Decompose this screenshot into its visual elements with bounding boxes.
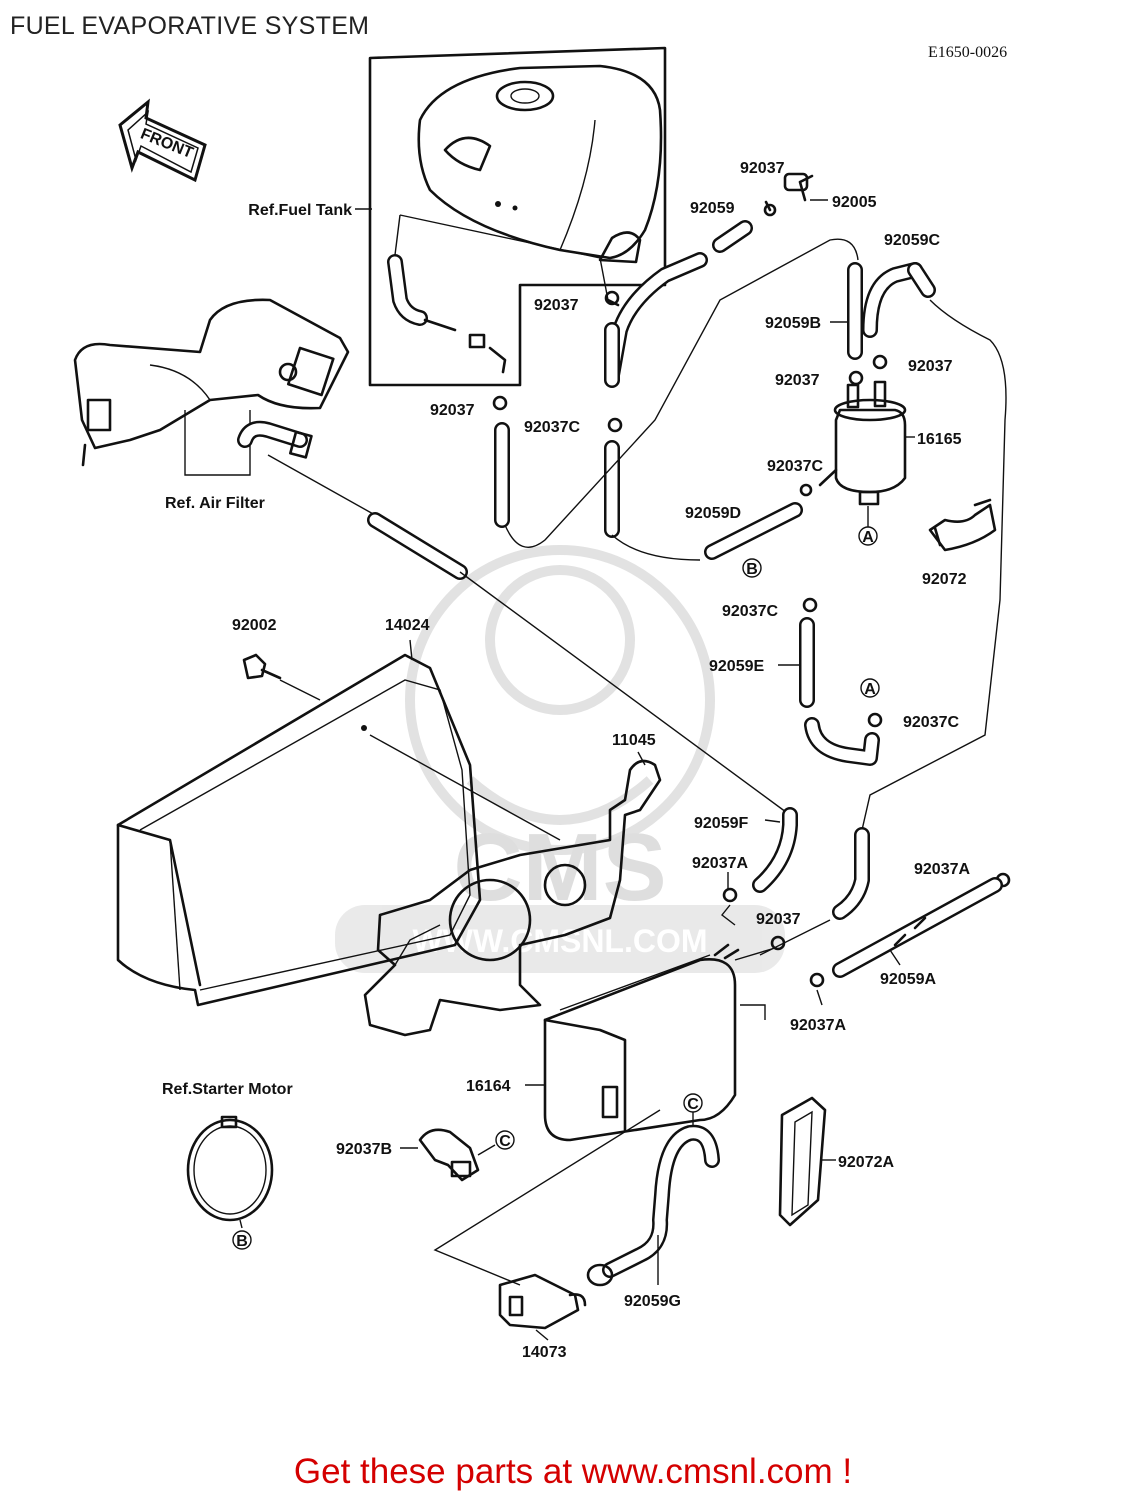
part-92037-r2: 92037 — [775, 372, 820, 389]
callout-a-top: A — [862, 529, 874, 546]
part-92005: 92005 — [832, 194, 877, 211]
footer-link[interactable]: Get these parts at www.cmsnl.com ! — [293, 1452, 853, 1491]
ref-air-filter: Ref. Air Filter — [165, 495, 265, 512]
fuel-tank-group — [368, 46, 667, 387]
watermark-text: WWW.CMSNL.COM — [412, 923, 707, 959]
part-92037C-r: 92037C — [767, 458, 823, 475]
callout-c-left: C — [499, 1133, 511, 1150]
part-92072: 92072 — [922, 571, 967, 588]
clamp-92072 — [928, 498, 997, 552]
callout-a-low: A — [864, 681, 876, 698]
part-92059G: 92059G — [624, 1293, 681, 1310]
diagram-code: E1650-0026 — [928, 44, 1008, 61]
callout-b-top: B — [746, 561, 758, 578]
canister-16164 — [543, 943, 740, 1142]
part-92037A-1: 92037A — [692, 855, 748, 872]
part-92072A: 92072A — [838, 1154, 894, 1171]
fitting-14073 — [498, 1273, 587, 1330]
callout-c-right: C — [687, 1096, 699, 1113]
bolt-92002-icon — [242, 653, 282, 680]
strap-92072A — [778, 1096, 827, 1227]
part-92059A: 92059A — [880, 971, 936, 988]
part-92059: 92059 — [690, 200, 735, 217]
part-92037C-a: 92037C — [903, 714, 959, 731]
part-92037A-2: 92037A — [914, 861, 970, 878]
bracket-11045 — [363, 759, 662, 1037]
part-92037C-mid: 92037C — [524, 419, 580, 436]
part-92037B: 92037B — [336, 1141, 392, 1158]
part-92037-r1: 92037 — [908, 358, 953, 375]
part-14073: 14073 — [522, 1344, 567, 1361]
part-92037-low: 92037 — [756, 911, 801, 928]
part-92037-tank: 92037 — [534, 297, 579, 314]
air-filter-group — [73, 298, 350, 467]
part-92059F: 92059F — [694, 815, 748, 832]
ref-starter-motor: Ref.Starter Motor — [162, 1081, 293, 1098]
band-starter-motor — [186, 1115, 274, 1222]
part-92037-left: 92037 — [430, 402, 475, 419]
part-92059D: 92059D — [685, 505, 741, 522]
callout-b-low: B — [236, 1233, 248, 1250]
cover-14024 — [116, 653, 482, 1007]
part-16164: 16164 — [466, 1078, 511, 1095]
page-title: FUEL EVAPORATIVE SYSTEM — [10, 12, 370, 40]
part-92037-top: 92037 — [740, 160, 785, 177]
part-16165: 16165 — [917, 431, 962, 448]
clip-92037B — [418, 1128, 480, 1182]
part-92059E: 92059E — [709, 658, 764, 675]
ref-fuel-tank: Ref.Fuel Tank — [248, 202, 352, 219]
separator-16165 — [818, 380, 907, 506]
part-11045: 11045 — [612, 732, 656, 749]
part-92059C: 92059C — [884, 232, 940, 249]
part-92059B: 92059B — [765, 315, 821, 332]
front-arrow-icon: FRONT — [118, 98, 207, 183]
part-92037A-3: 92037A — [790, 1017, 846, 1034]
part-92002: 92002 — [232, 617, 277, 634]
part-92037C-e: 92037C — [722, 603, 778, 620]
part-14024: 14024 — [385, 617, 430, 634]
